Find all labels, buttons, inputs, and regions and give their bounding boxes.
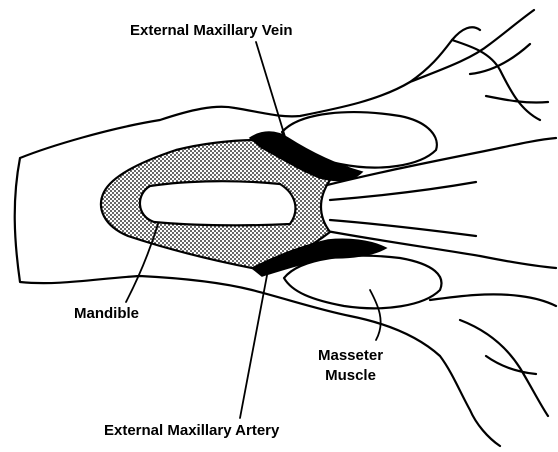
label-masseter-muscle: Masseter Muscle [318,346,383,386]
masseter-leader-line [370,290,381,340]
lower-branch [430,294,556,416]
label-masseter-line-1: Masseter [318,346,383,366]
central-channel-inner [330,182,476,236]
label-mandible: Mandible [74,305,139,323]
masseter-lobe [284,256,441,309]
label-external-maxillary-vein: External Maxillary Vein [130,22,293,40]
artery-leader-line [240,270,268,418]
mandible-inner-opening [140,181,295,225]
label-external-maxillary-artery: External Maxillary Artery [104,422,279,440]
label-masseter-line-2: Muscle [318,366,383,386]
vein-leader-line [256,42,286,140]
